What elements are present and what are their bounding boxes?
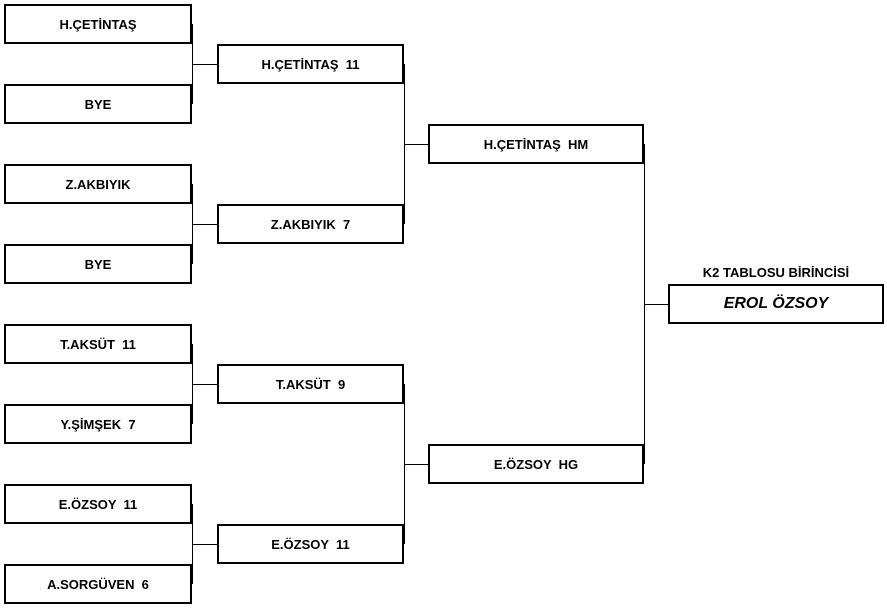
round1-slot-1: H.ÇETİNTAŞ [4, 4, 192, 44]
connector-line [192, 64, 217, 65]
round1-slot-8: A.SORGÜVEN 6 [4, 564, 192, 604]
round1-slot-3: Z.AKBIYIK [4, 164, 192, 204]
round3-slot-2: E.ÖZSOY HG [428, 444, 644, 484]
round2-slot-2: Z.AKBIYIK 7 [217, 204, 404, 244]
connector-line [404, 144, 428, 145]
round1-slot-5: T.AKSÜT 11 [4, 324, 192, 364]
round3-slot-1: H.ÇETİNTAŞ HM [428, 124, 644, 164]
player-label: Z.AKBIYIK [65, 176, 131, 192]
connector-line [192, 224, 217, 225]
player-label: T.AKSÜT 9 [275, 376, 346, 392]
round1-slot-4: BYE [4, 244, 192, 284]
connector-line [404, 464, 428, 465]
player-label: A.SORGÜVEN 6 [47, 576, 149, 592]
connector-line [644, 304, 668, 305]
player-label: BYE [84, 96, 112, 112]
round2-slot-4: E.ÖZSOY 11 [217, 524, 404, 564]
player-label: BYE [84, 256, 112, 272]
round2-slot-3: T.AKSÜT 9 [217, 364, 404, 404]
player-label: E.ÖZSOY 11 [271, 536, 350, 552]
player-label: T.AKSÜT 11 [60, 336, 136, 352]
round1-slot-2: BYE [4, 84, 192, 124]
player-label: H.ÇETİNTAŞ HM [483, 136, 589, 152]
connector-line [192, 544, 217, 545]
connector-line [192, 384, 217, 385]
player-label: Z.AKBIYIK 7 [270, 216, 351, 232]
champion-caption: K2 TABLOSU BİRİNCİSİ [702, 265, 850, 280]
player-label: Y.ŞİMŞEK 7 [60, 416, 136, 432]
player-label: H.ÇETİNTAŞ [59, 16, 137, 32]
player-label: E.ÖZSOY HG [493, 456, 579, 472]
round1-slot-6: Y.ŞİMŞEK 7 [4, 404, 192, 444]
champion-name: EROL ÖZSOY [723, 295, 829, 312]
round1-slot-7: E.ÖZSOY 11 [4, 484, 192, 524]
champion-box: EROL ÖZSOY [668, 284, 884, 324]
player-label: H.ÇETİNTAŞ 11 [261, 56, 360, 72]
player-label: E.ÖZSOY 11 [58, 496, 138, 512]
round2-slot-1: H.ÇETİNTAŞ 11 [217, 44, 404, 84]
